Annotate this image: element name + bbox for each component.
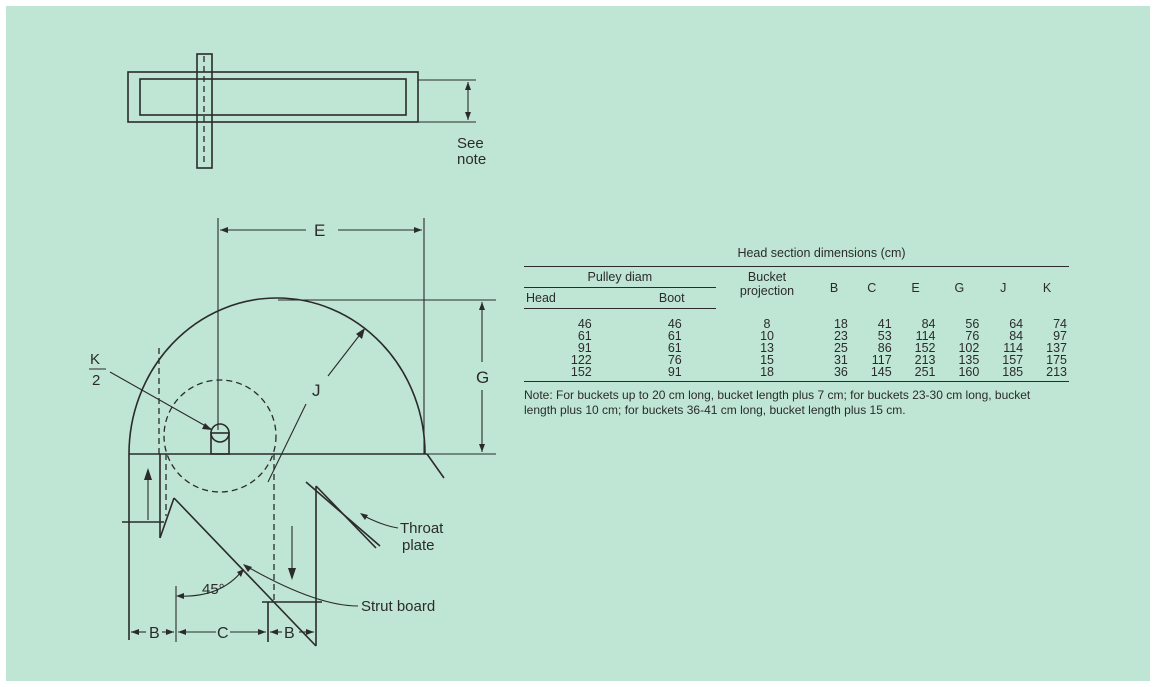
bucket-paths [158,348,275,602]
col-header-head: Head [524,287,628,309]
strut-board-callout: Strut board [243,564,435,615]
cell-C: 53 [877,329,892,343]
col-header-B: B [818,266,850,309]
col-header-E: E [893,266,938,309]
cell-K: 74 [1053,316,1067,331]
dimension-J: J [267,328,365,483]
cell-J: 114 [1003,341,1024,355]
cell-J: 64 [1009,316,1024,331]
elevator-head-drawing: See note E [89,53,496,647]
cell-B: 36 [818,366,850,382]
col-header-G: G [937,266,982,309]
cell-head: 61 [577,329,592,343]
cell-K: 97 [1053,329,1067,343]
cell-bucket: 13 [760,341,774,355]
throat-plate-callout: Throat plate [360,513,444,554]
cell-B: 23 [833,329,848,343]
angle-45-label: 45° [202,581,225,598]
cell-E: 114 [915,329,936,343]
cell-C: 41 [877,316,892,331]
cell-boot: 61 [667,329,682,343]
cell-G: 76 [965,329,980,343]
dimension-C-label: C [217,625,229,642]
dimension-G: G [278,299,496,455]
dimension-E-label: E [314,221,325,240]
cell-E: 213 [914,353,936,367]
head-housing [122,297,445,647]
table-title: Head section dimensions (cm) [737,246,906,260]
cell-G: 160 [937,366,982,382]
cell-boot: 76 [667,353,682,367]
dimensions-table-block: Head section dimensions (cm) Pulley diam… [524,246,1069,418]
cell-boot: 61 [667,341,682,355]
pulley-top-view [127,53,419,169]
col-header-C: C [849,266,894,309]
cell-K: 175 [1046,353,1067,367]
see-note-label-line1: See [457,135,484,152]
table-row: 122 76 15 31 117 213 135 157 175 [524,353,1069,367]
throat-plate-label-line1: Throat [400,520,444,537]
dimension-B-left-label: B [149,625,160,642]
cell-K: 213 [1025,366,1069,382]
col-header-boot: Boot [627,287,716,309]
cell-B: 31 [833,353,848,367]
page: See note E [6,6,1150,681]
cell-bucket: 18 [715,366,819,382]
dimension-K-half: K 2 [89,351,212,430]
table-note: Note: For buckets up to 20 cm long, buck… [524,388,1031,417]
col-header-J: J [981,266,1026,309]
cell-G: 102 [958,341,980,355]
cell-G: 56 [965,316,980,331]
cell-B: 25 [833,341,848,355]
cell-head: 91 [577,341,592,355]
cell-J: 84 [1009,329,1024,343]
throat-plate-label-line2: plate [402,537,435,554]
cell-head: 152 [524,366,628,382]
cell-boot: 46 [667,317,682,331]
cell-bucket: 10 [760,329,774,343]
cell-E: 152 [914,341,936,355]
dimension-J-label: J [312,381,321,400]
pulley-diam-header: Pulley diam [524,266,716,288]
cell-B: 18 [833,316,848,331]
cell-head: 122 [570,353,592,367]
cell-bucket: 15 [760,353,774,367]
angle-45: 45° [176,569,244,599]
dimension-K-denominator: 2 [92,372,100,389]
col-header-K: K [1025,266,1069,309]
cell-C: 117 [871,353,892,367]
cell-K: 137 [1046,341,1067,355]
flow-arrows [144,468,296,580]
cell-J: 157 [1002,353,1024,367]
see-note-dimension: See note [418,79,486,168]
strut-board-label: Strut board [361,598,435,615]
cell-bucket: 8 [763,316,771,331]
cell-E: 84 [921,316,936,331]
table-row: 46 46 8 18 41 84 56 64 74 [524,309,1069,331]
cell-boot: 91 [627,366,716,382]
table-row: 61 61 10 23 53 114 76 84 97 [524,329,1069,343]
cell-C: 145 [849,366,894,382]
dimension-B-right-label: B [284,625,295,642]
cell-E: 251 [893,366,938,382]
dimension-K-label: K [90,351,100,368]
cell-J: 185 [981,366,1026,382]
dimension-G-label: G [476,368,489,387]
table-row: 91 61 13 25 86 152 102 114 137 [524,341,1069,355]
pulley-circle [163,379,277,493]
cell-G: 135 [958,353,980,367]
bottom-dimensions: B C B [131,586,314,642]
cell-head: 46 [577,317,592,331]
cell-C: 86 [877,341,892,355]
dimension-E: E [217,218,425,454]
see-note-label-line2: note [457,151,486,168]
